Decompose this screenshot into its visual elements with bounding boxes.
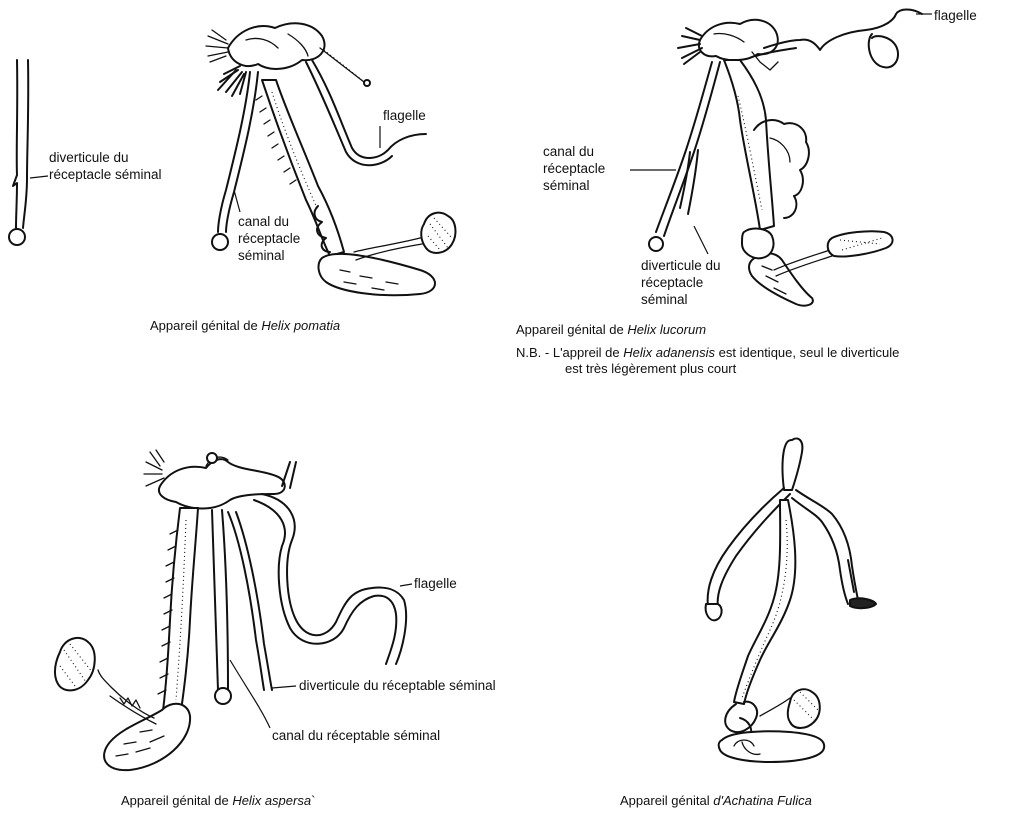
achatina-fulica-drawing: [706, 439, 876, 763]
isolated-diverticule-label-line1: diverticule du: [49, 150, 129, 166]
aspersa-caption: Appareil génital de Helix aspersa`: [121, 793, 315, 808]
lucorum-diverticule-label-line2: réceptacle: [641, 275, 703, 291]
lucorum-canal-label-line2: réceptacle: [543, 161, 605, 177]
pomatia-canal-label-line3: séminal: [238, 248, 285, 264]
isolated-diverticule-label-line2: réceptacle séminal: [49, 167, 162, 183]
lucorum-caption: Appareil génital de Helix lucorum: [516, 322, 706, 337]
pomatia-caption: Appareil génital de Helix pomatia: [150, 318, 340, 333]
lucorum-diverticule-label-line1: diverticule du: [641, 258, 721, 274]
aspersa-canal-label: canal du réceptable séminal: [272, 728, 440, 744]
pomatia-canal-label-line2: réceptacle: [238, 231, 300, 247]
lucorum-flagelle-label: flagelle: [934, 8, 977, 24]
pomatia-canal-label-line1: canal du: [238, 214, 289, 230]
aspersa-diverticule-label: diverticule du réceptable séminal: [299, 678, 496, 694]
helix-aspersa-drawing: [55, 450, 412, 770]
lucorum-canal-label-line3: séminal: [543, 178, 590, 194]
achatina-caption: Appareil génital d'Achatina Fulica: [620, 793, 812, 808]
lucorum-canal-label-line1: canal du: [543, 144, 594, 160]
lucorum-note-line2: est très légèrement plus court: [565, 361, 736, 377]
pomatia-flagelle-label: flagelle: [383, 108, 426, 124]
isolated-diverticule-drawing: [9, 60, 48, 245]
lucorum-diverticule-label-line3: séminal: [641, 292, 688, 308]
lucorum-note-line1: N.B. - L'appreil de Helix adanensis est …: [516, 345, 899, 361]
aspersa-flagelle-label: flagelle: [414, 576, 457, 592]
